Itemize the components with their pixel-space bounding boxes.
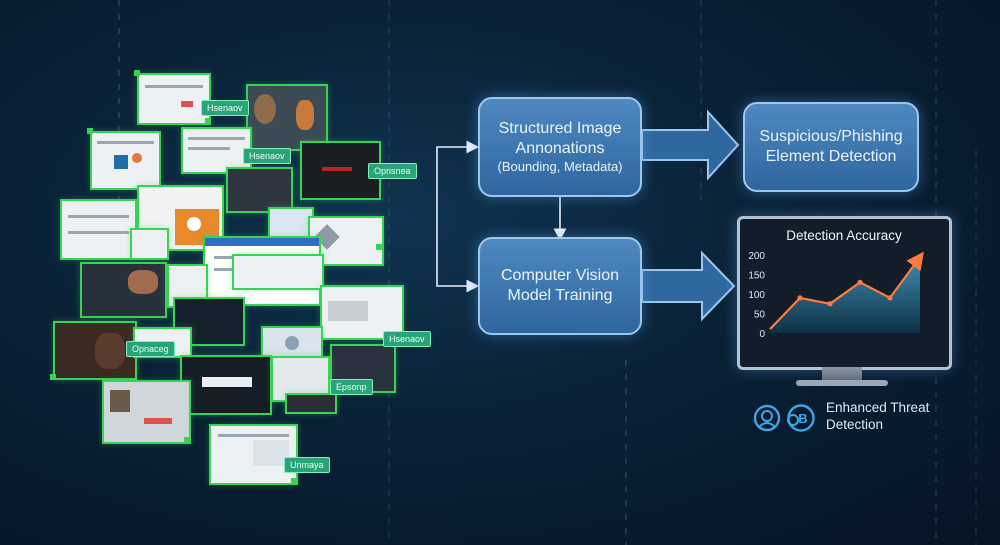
screenshot-thumbnail — [226, 167, 293, 213]
shield-lock-icon: B — [787, 404, 815, 432]
enhanced-threat-detection-label: Enhanced Threat Detection — [826, 399, 929, 433]
outcome-line2: Detection — [826, 417, 884, 432]
bounding-box-corner — [205, 118, 211, 124]
screenshot-thumbnail — [181, 127, 252, 174]
screenshot-thumbnail — [285, 393, 337, 414]
outcome-line1: Enhanced Threat — [826, 400, 930, 415]
annotation-tag: Hsenaov — [383, 331, 431, 347]
chart-series-line — [769, 251, 924, 330]
screenshot-thumbnail — [300, 141, 381, 200]
annotation-tag: Opnaceg — [126, 341, 175, 357]
annotation-tag: Opnsnea — [368, 163, 417, 179]
bounding-box-corner — [291, 478, 297, 484]
screenshot-thumbnail — [80, 262, 167, 318]
annotations-node: Structured Image Annonations (Bounding, … — [478, 97, 642, 197]
screenshot-thumbnail — [246, 84, 328, 151]
bounding-box-corner — [376, 244, 382, 250]
screenshot-thumbnail — [209, 424, 298, 485]
face-recognition-icon — [753, 404, 781, 432]
bounding-box-corner — [134, 70, 140, 76]
screenshot-thumbnail — [232, 254, 324, 290]
chart-title: Detection Accuracy — [786, 228, 902, 243]
background-rain — [625, 360, 627, 545]
bounding-box-corner — [50, 374, 56, 380]
phishing-title-line1: Suspicious/Phishing — [759, 128, 903, 145]
annotations-title-line1: Structured Image — [498, 119, 622, 137]
screenshot-thumbnail — [102, 380, 191, 444]
block-arrow-to-detection — [641, 109, 740, 181]
chart-data-point — [797, 295, 803, 301]
y-tick-label: 50 — [754, 310, 766, 321]
bounding-box-corner — [87, 128, 93, 134]
branch-connector — [436, 215, 480, 293]
detection-accuracy-chart: Detection Accuracy 0 50 100 150 200 — [748, 228, 924, 340]
screenshot-collage: Hsenaov Hsenaov Opnsnea Opnaceg Hsenaov … — [0, 0, 431, 545]
monitor-stand — [822, 367, 862, 381]
training-title-line1: Computer Vision — [501, 267, 619, 284]
screenshot-thumbnail — [60, 199, 137, 260]
svg-text:B: B — [798, 411, 807, 426]
annotations-title-line2: Annonations — [515, 139, 605, 157]
y-tick-label: 0 — [759, 329, 765, 340]
annotation-tag: Hsenaov — [201, 100, 249, 116]
chart-data-point — [827, 301, 833, 307]
training-node: Computer Vision Model Training — [478, 237, 642, 335]
monitor-base — [796, 380, 888, 386]
training-title-line2: Model Training — [507, 287, 613, 304]
chart-data-point — [887, 295, 893, 301]
screenshot-thumbnail — [53, 321, 137, 380]
background-rain — [975, 150, 977, 545]
annotation-tag: Epsonp — [330, 379, 373, 395]
chart-area-fill — [770, 257, 920, 333]
y-tick-label: 150 — [748, 271, 765, 282]
screenshot-thumbnail — [130, 228, 169, 260]
screenshot-thumbnail — [137, 73, 211, 125]
y-tick-label: 200 — [748, 251, 765, 262]
bounding-box-corner — [184, 437, 190, 443]
annotations-subtitle: (Bounding, Metadata) — [497, 158, 623, 174]
phishing-title-line2: Element Detection — [765, 148, 897, 165]
annotation-tag: Hsenaov — [243, 148, 291, 164]
background-rain — [700, 0, 702, 200]
annotation-tag: Unmaya — [284, 457, 330, 473]
branch-connector — [436, 140, 480, 215]
background-rain — [388, 0, 390, 545]
phishing-detection-node: Suspicious/Phishing Element Detection — [743, 102, 919, 192]
chart-data-point — [857, 279, 863, 285]
screenshot-thumbnail — [320, 285, 404, 340]
screenshot-thumbnail — [90, 131, 161, 190]
block-arrow-to-accuracy — [641, 250, 736, 322]
y-tick-label: 100 — [748, 290, 765, 301]
